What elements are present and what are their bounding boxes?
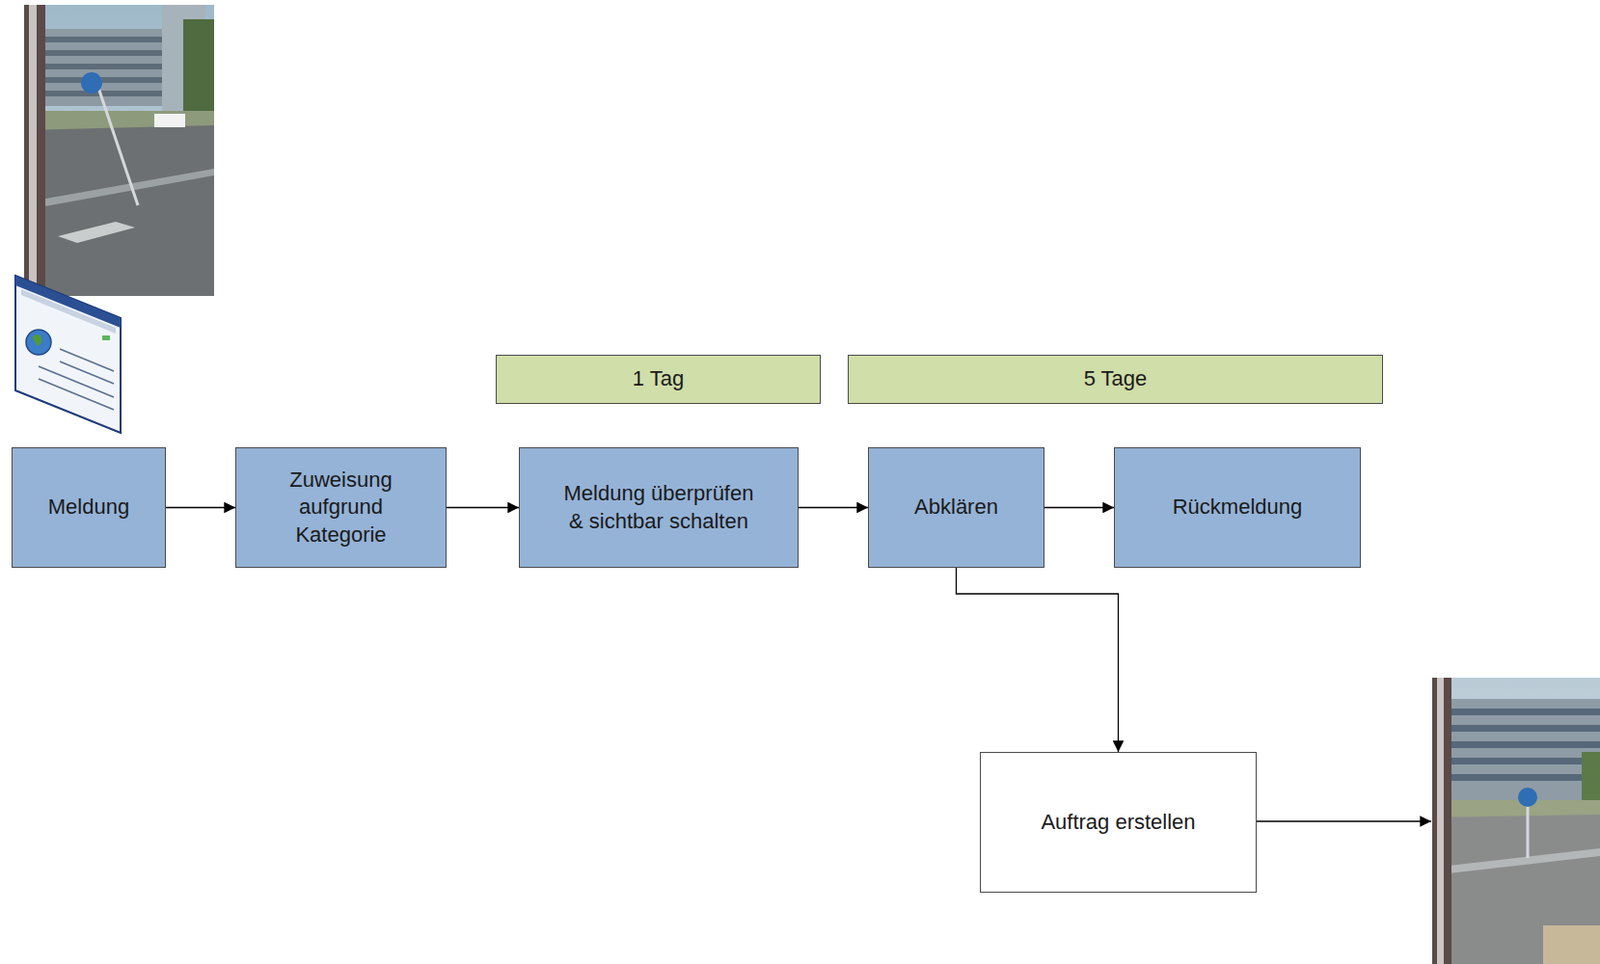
photo-after [1432, 677, 1600, 964]
box-label: Rückmeldung [1172, 493, 1303, 522]
flow-arrow [165, 507, 236, 509]
duration-band: 5 Tage [847, 354, 1384, 405]
photo-before [24, 4, 215, 297]
box-label: Meldung überprüfen & sichtbar schalten [562, 480, 756, 536]
box-label: Auftrag erstellen [1040, 809, 1195, 838]
process-box: Abklären [867, 447, 1045, 569]
order-arrow [1256, 820, 1432, 822]
process-box: Zuweisung aufgrund Kategorie [235, 447, 447, 569]
box-label: 1 Tag [632, 365, 684, 394]
box-label: Zuweisung aufgrund Kategorie [264, 466, 419, 550]
flow-arrow [956, 568, 1119, 753]
process-box: Rückmeldung [1113, 447, 1361, 569]
process-box: Meldung [11, 447, 166, 569]
box-label: Meldung [48, 493, 130, 522]
flow-arrow [798, 507, 868, 509]
flow-arrow [446, 507, 519, 509]
duration-band: 1 Tag [495, 354, 821, 405]
task-box: Auftrag erstellen [979, 752, 1257, 894]
flow-arrow [1044, 507, 1114, 509]
process-box: Meldung überprüfen & sichtbar schalten [518, 447, 799, 569]
box-label: 5 Tage [1084, 365, 1148, 394]
box-label: Abklären [914, 493, 999, 522]
browser-icon [15, 275, 121, 434]
